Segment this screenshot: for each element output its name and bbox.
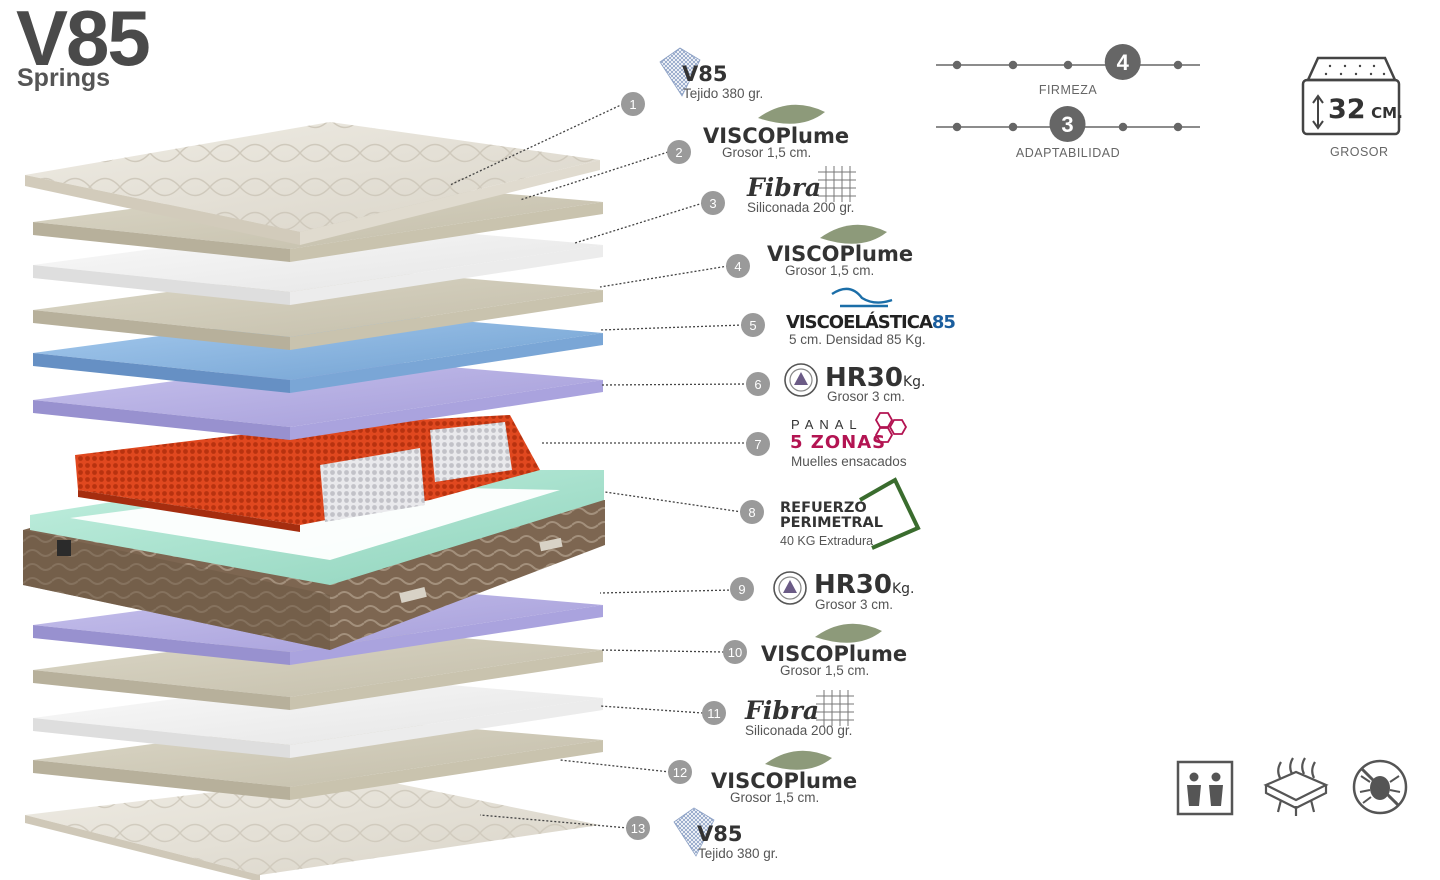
fiber-grid-icon: [816, 690, 854, 726]
badge-11: 11: [707, 706, 721, 721]
layer-10-brand: VISCOPlume: [761, 642, 908, 666]
hr-foam-icon: [773, 571, 807, 605]
thickness-value: 32 CM.: [1328, 94, 1403, 125]
leaf-icon: [815, 623, 882, 643]
layer-8-description: 40 KG Extradura: [780, 534, 874, 548]
firmeza-label: FIRMEZA: [1038, 83, 1098, 97]
layer-9-brand: HR30Kg.: [814, 570, 915, 600]
layer-7-brand-top: PANAL: [791, 417, 863, 432]
hr-foam-icon: [784, 363, 818, 397]
badge-1: 1: [629, 97, 636, 112]
fiber-grid-icon: [818, 166, 856, 202]
layer-3-brand: Fibra: [747, 173, 822, 202]
layer-11-brand: Fibra: [745, 696, 820, 725]
layer-12-brand: VISCOPlume: [711, 769, 858, 793]
product-title: V85: [16, 0, 151, 82]
badge-6: 6: [754, 377, 761, 392]
fabric-grid-icon: [673, 807, 715, 857]
badge-9: 9: [738, 582, 745, 597]
layer-5-brand-accent: 85: [931, 312, 956, 333]
badge-13: 13: [631, 821, 645, 836]
layer-7-brand: 5 ZONAS: [790, 432, 887, 453]
layer-13-description: Tejido 380 gr.: [698, 846, 779, 861]
layer-3-description: Siliconada 200 gr.: [747, 200, 855, 215]
hexagon-icon: [874, 412, 908, 443]
layer-5-description: 5 cm. Densidad 85 Kg.: [789, 332, 926, 347]
layer-4-brand: VISCOPlume: [767, 242, 914, 266]
fabric-grid-icon: [659, 47, 701, 97]
badge-7: 7: [754, 437, 761, 452]
svg-text:4: 4: [1117, 50, 1130, 75]
badge-8: 8: [748, 505, 755, 520]
adaptabilidad-marker: 3: [1049, 106, 1086, 142]
mattress-thickness-icon: [1301, 56, 1401, 136]
firmeza-marker: 4: [1104, 44, 1141, 80]
layer-8-brand-line2: PERIMETRAL: [780, 515, 883, 531]
layer-6-brand: HR30Kg.: [825, 363, 926, 393]
layer-5-brand: VISCOELÁSTICA85: [786, 312, 956, 333]
leaf-icon: [765, 750, 832, 770]
leaf-icon: [758, 104, 825, 124]
grosor-label: GROSOR: [1330, 145, 1389, 159]
layer-2-brand: VISCOPlume: [703, 124, 850, 148]
memory-foam-wave-icon: [831, 287, 893, 308]
layer-10-description: Grosor 1,5 cm.: [780, 663, 870, 678]
badge-5: 5: [749, 318, 756, 333]
layer-2-description: Grosor 1,5 cm.: [722, 145, 812, 160]
perimeter-frame-icon: [859, 477, 921, 550]
leaf-icon: [820, 224, 887, 244]
layer-6-description: Grosor 3 cm.: [827, 389, 906, 404]
rating-scales: [936, 60, 1200, 132]
product-subtitle: Springs: [17, 64, 111, 92]
badge-10: 10: [728, 645, 742, 660]
adaptabilidad-label: ADAPTABILIDAD: [1015, 146, 1121, 160]
svg-text:3: 3: [1061, 112, 1073, 137]
two-persons-icon: [1176, 760, 1234, 816]
layer-1-brand: V85: [682, 62, 728, 86]
anti-mite-icon: [1352, 759, 1408, 815]
layer-12-description: Grosor 1,5 cm.: [730, 790, 820, 805]
layer-1-description: Tejido 380 gr.: [683, 86, 764, 101]
layer-7-description: Muelles ensacados: [791, 454, 907, 469]
badge-4: 4: [734, 259, 741, 274]
layer-4-description: Grosor 1,5 cm.: [785, 263, 875, 278]
badge-3: 3: [709, 196, 716, 211]
layer-11-description: Siliconada 200 gr.: [745, 723, 853, 738]
badge-12: 12: [673, 765, 687, 780]
breathable-icon: [1263, 757, 1329, 816]
layer-13-brand: V85: [697, 822, 743, 846]
layer-number-badges: [621, 92, 770, 840]
badge-2: 2: [675, 145, 682, 160]
layer-9-description: Grosor 3 cm.: [815, 597, 894, 612]
layer-8-brand-line1: REFUERZO: [780, 500, 867, 516]
